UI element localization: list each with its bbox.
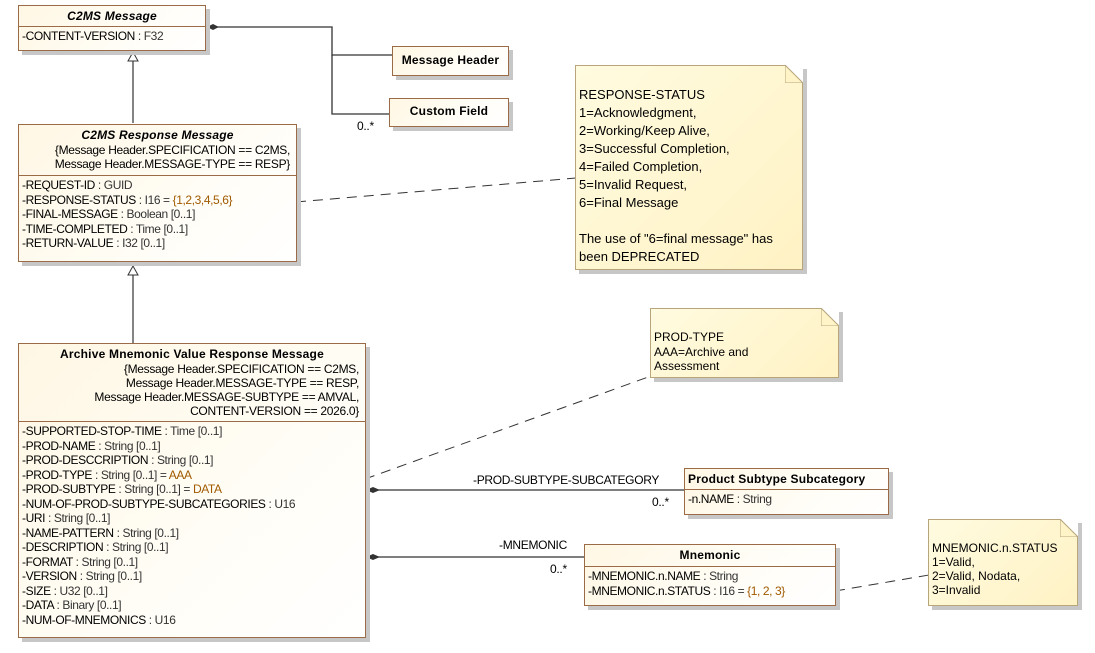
class-header: Archive Mnemonic Value Response Message …: [19, 344, 365, 422]
attribute[interactable]: -DESCRIPTION : String [0..1]: [22, 540, 169, 554]
inheritance-arrow-icon: [127, 264, 139, 276]
role-label-mnemonic: -MNEMONIC: [499, 538, 567, 552]
attribute[interactable]: -PROD-SUBTYPE : String [0..1] = DATA: [22, 482, 222, 496]
class-header: C2MS Response Message {Message Header.SP…: [19, 125, 296, 176]
constraint: Message Header.MESSAGE-TYPE == RESP}: [54, 157, 291, 171]
note-line: MNEMONIC.n.STATUS: [932, 541, 1058, 555]
multiplicity-label: 0..*: [357, 119, 374, 133]
multiplicity-label: 0..*: [652, 495, 669, 509]
class-name: Mnemonic: [679, 548, 741, 562]
generalization-response-to-message: [127, 50, 139, 123]
attribute[interactable]: -DATA : Binary [0..1]: [22, 598, 122, 612]
note-line: 3=Invalid: [932, 583, 981, 597]
attribute[interactable]: -PROD-NAME : String [0..1]: [22, 438, 161, 453]
class-header: Product Subtype Subcategory: [685, 469, 888, 490]
class-archive-mnemonic-value-response-message[interactable]: Archive Mnemonic Value Response Message …: [18, 343, 366, 638]
class-name: C2MS Response Message: [81, 128, 234, 142]
class-name: Product Subtype Subcategory: [688, 472, 866, 486]
constraint: CONTENT-VERSION == 2026.0}: [190, 404, 359, 418]
attribute[interactable]: -FINAL-MESSAGE : Boolean [0..1]: [22, 207, 196, 221]
attribute-list: -REQUEST-ID : GUID -RESPONSE-STATUS : I1…: [19, 176, 296, 253]
note-line: Assessment: [654, 359, 720, 373]
attribute-list: -MNEMONIC.n.NAME : String -MNEMONIC.n.ST…: [585, 567, 835, 600]
class-c2ms-message[interactable]: C2MS Message -CONTENT-VERSION : F32: [18, 5, 206, 51]
note-prod-type[interactable]: PROD-TYPE AAA=Archive and Assessment: [650, 308, 839, 378]
note-mnemonic-status[interactable]: MNEMONIC.n.STATUS 1=Valid, 2=Valid, Noda…: [928, 519, 1078, 606]
note-line: 1=Valid,: [932, 555, 975, 569]
note-line: The use of "6=final message" has: [579, 231, 773, 246]
attribute[interactable]: -SIZE : U32 [0..1]: [22, 583, 108, 598]
attribute[interactable]: -SUPPORTED-STOP-TIME : Time [0..1]: [22, 424, 223, 438]
note-line: PROD-TYPE: [654, 330, 725, 344]
attribute[interactable]: -URI : String [0..1]: [22, 511, 111, 525]
attribute[interactable]: -CONTENT-VERSION : F32: [22, 29, 164, 43]
class-mnemonic[interactable]: Mnemonic -MNEMONIC.n.NAME : String -MNEM…: [584, 544, 836, 606]
class-header: Mnemonic: [585, 545, 835, 567]
note-line: RESPONSE-STATUS: [579, 87, 705, 102]
multiplicity-label: 0..*: [550, 562, 567, 576]
class-c2ms-response-message[interactable]: C2MS Response Message {Message Header.SP…: [18, 124, 297, 262]
note-line: AAA=Archive and: [654, 344, 749, 359]
class-name: C2MS Message: [67, 9, 157, 23]
note-response-status[interactable]: RESPONSE-STATUS 1=Acknowledgment, 2=Work…: [575, 65, 803, 270]
composition-prod-subtype: [366, 487, 684, 493]
note-fold-icon: [1060, 519, 1078, 537]
inheritance-arrow-icon: [127, 50, 139, 62]
class-header: C2MS Message: [19, 6, 205, 27]
attribute[interactable]: -NUM-OF-MNEMONICS : U16: [22, 612, 176, 627]
note-line: 3=Successful Completion,: [579, 141, 730, 156]
attribute[interactable]: -MNEMONIC.n.NAME : String: [588, 569, 739, 583]
note-anchor-prod-type: [359, 375, 652, 483]
constraint: Message Header.MESSAGE-SUBTYPE == AMVAL,: [94, 390, 359, 404]
attribute[interactable]: -n.NAME : String: [688, 492, 772, 506]
constraint: Message Header.MESSAGE-TYPE == RESP,: [125, 376, 359, 390]
constraint: {Message Header.SPECIFICATION == C2MS,: [54, 143, 290, 157]
note-line: [579, 212, 798, 230]
class-product-subtype-subcategory[interactable]: Product Subtype Subcategory -n.NAME : St…: [684, 468, 889, 515]
generalization-archive-to-response: [127, 264, 139, 343]
attribute[interactable]: -PROD-DESCCRIPTION : String [0..1]: [22, 453, 214, 467]
note-line: 1=Acknowledgment,: [579, 105, 697, 120]
attribute[interactable]: -RESPONSE-STATUS : I16 = {1,2,3,4,5,6}: [22, 192, 233, 207]
class-custom-field[interactable]: Custom Field: [389, 98, 509, 127]
attribute[interactable]: -TIME-COMPLETED : Time [0..1]: [22, 221, 188, 236]
attribute[interactable]: -FORMAT : String [0..1]: [22, 554, 138, 569]
note-anchor-response-status: [290, 177, 577, 205]
composition-diamond: [366, 487, 380, 493]
note-fold-icon: [821, 308, 839, 326]
composition-diamond: [207, 24, 219, 30]
attribute[interactable]: -PROD-TYPE : String [0..1] = AAA: [22, 467, 192, 482]
attribute[interactable]: -RETURN-VALUE : I32 [0..1]: [22, 236, 165, 250]
attribute-list: -CONTENT-VERSION : F32: [19, 27, 205, 46]
attribute[interactable]: -REQUEST-ID : GUID: [22, 178, 133, 192]
attribute[interactable]: -NUM-OF-PROD-SUBTYPE-SUBCATEGORIES : U16: [22, 496, 296, 511]
role-label-prod-subtype-subcategory: -PROD-SUBTYPE-SUBCATEGORY: [473, 473, 660, 487]
note-line: 5=Invalid Request,: [579, 177, 688, 192]
composition-mnemonic: [366, 554, 584, 560]
class-name: Custom Field: [409, 104, 489, 118]
class-message-header[interactable]: Message Header: [392, 46, 509, 76]
note-line: been DEPRECATED: [579, 249, 700, 264]
note-line: 2=Valid, Nodata,: [932, 569, 1021, 583]
note-line: 2=Working/Keep Alive,: [579, 123, 710, 138]
class-name: Archive Mnemonic Value Response Message: [60, 347, 324, 361]
composition-c2ms-header: [207, 24, 393, 115]
note-anchor-mnemonic-status: [829, 574, 930, 594]
attribute[interactable]: -NAME-PATTERN : String [0..1]: [22, 525, 179, 540]
note-line: 4=Failed Completion,: [579, 159, 703, 174]
note-line: 6=Final Message: [579, 195, 679, 210]
composition-diamond: [366, 554, 380, 560]
attribute[interactable]: -MNEMONIC.n.STATUS : I16 = {1, 2, 3}: [588, 583, 785, 598]
attribute-list: -SUPPORTED-STOP-TIME : Time [0..1] -PROD…: [19, 422, 365, 629]
attribute[interactable]: -VERSION : String [0..1]: [22, 569, 142, 583]
note-fold-icon: [785, 65, 803, 83]
constraint: {Message Header.SPECIFICATION == C2MS,: [123, 362, 359, 376]
attribute-list: -n.NAME : String: [685, 490, 888, 509]
class-name: Message Header: [401, 53, 500, 67]
